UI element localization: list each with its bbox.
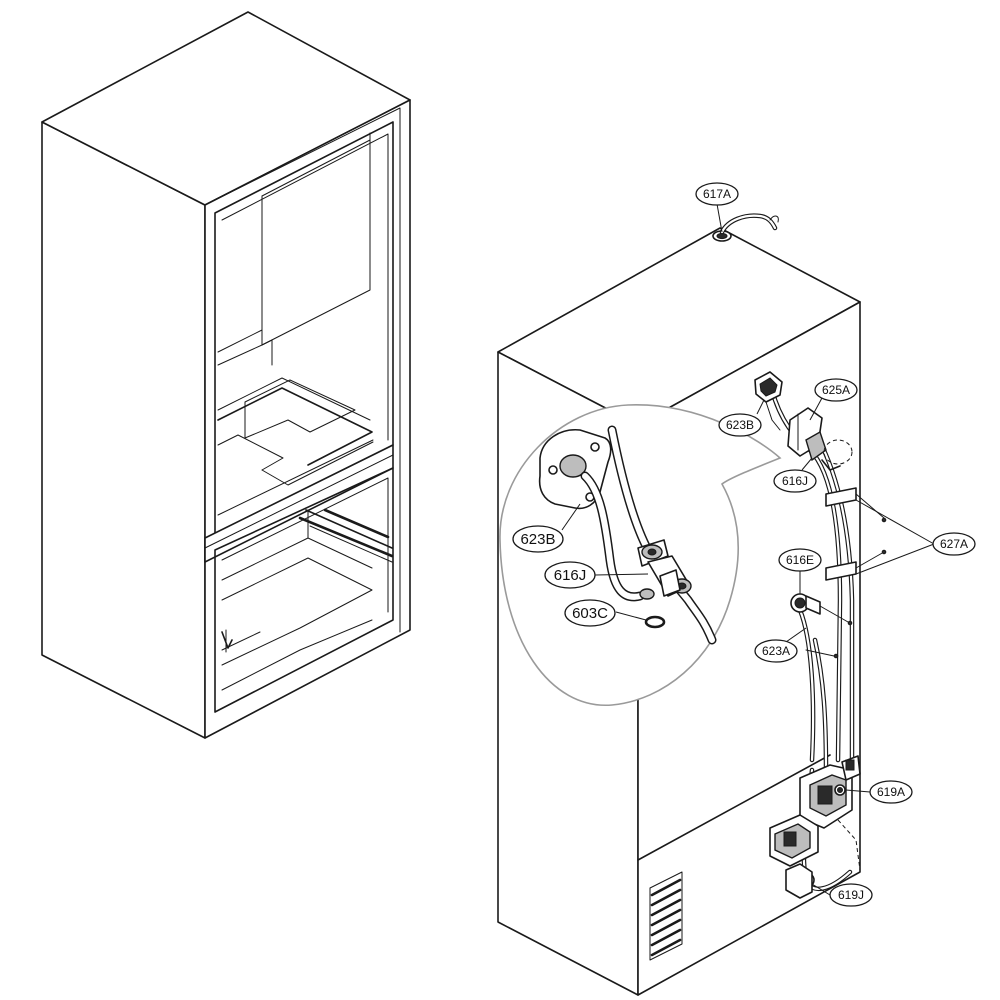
callout-603C-zoom: 603C [564,599,647,627]
callout-616J-main: 616J [773,457,817,493]
callout-623A-label: 623A [762,644,790,658]
callout-619J-label: 619J [838,888,864,902]
front-cabinet [41,11,411,739]
part-619J [785,863,815,899]
zoom-603C-ring [644,615,666,629]
callout-617A: 617A [695,182,739,233]
callout-627A: 627A [855,499,976,575]
callout-623A: 623A [754,627,807,663]
callout-619A: 619A [845,780,913,804]
callout-603C-zoom-label: 603C [572,605,608,622]
callout-617A-label: 617A [703,187,731,201]
callout-616E-label: 616E [786,553,814,567]
part-619A-valve [769,755,861,871]
callout-625A: 625A [809,378,858,421]
callout-627A-label: 627A [940,537,968,551]
callout-619A-label: 619A [877,785,905,799]
vent-grille [649,871,683,961]
zoom-616J-fitting [637,539,692,600]
supply-line-617A [712,213,779,242]
callout-623B-zoom: 623B [512,503,581,553]
callout-616J-zoom-label: 616J [554,567,587,584]
part-623B-cap [754,371,783,431]
part-623A [805,649,839,659]
callout-616E: 616E [778,548,822,594]
detail-magnifier [499,404,782,706]
callout-625A-label: 625A [822,383,850,397]
part-625A [787,407,853,471]
callout-616J-main-label: 616J [782,474,808,488]
callout-623B-main-label: 623B [726,418,754,432]
callout-623B-zoom-label: 623B [520,531,555,548]
part-616E [790,593,853,626]
callout-623B-main: 623B [718,399,765,437]
callout-616J-zoom: 616J [544,561,649,589]
callout-619J: 619J [811,883,873,907]
